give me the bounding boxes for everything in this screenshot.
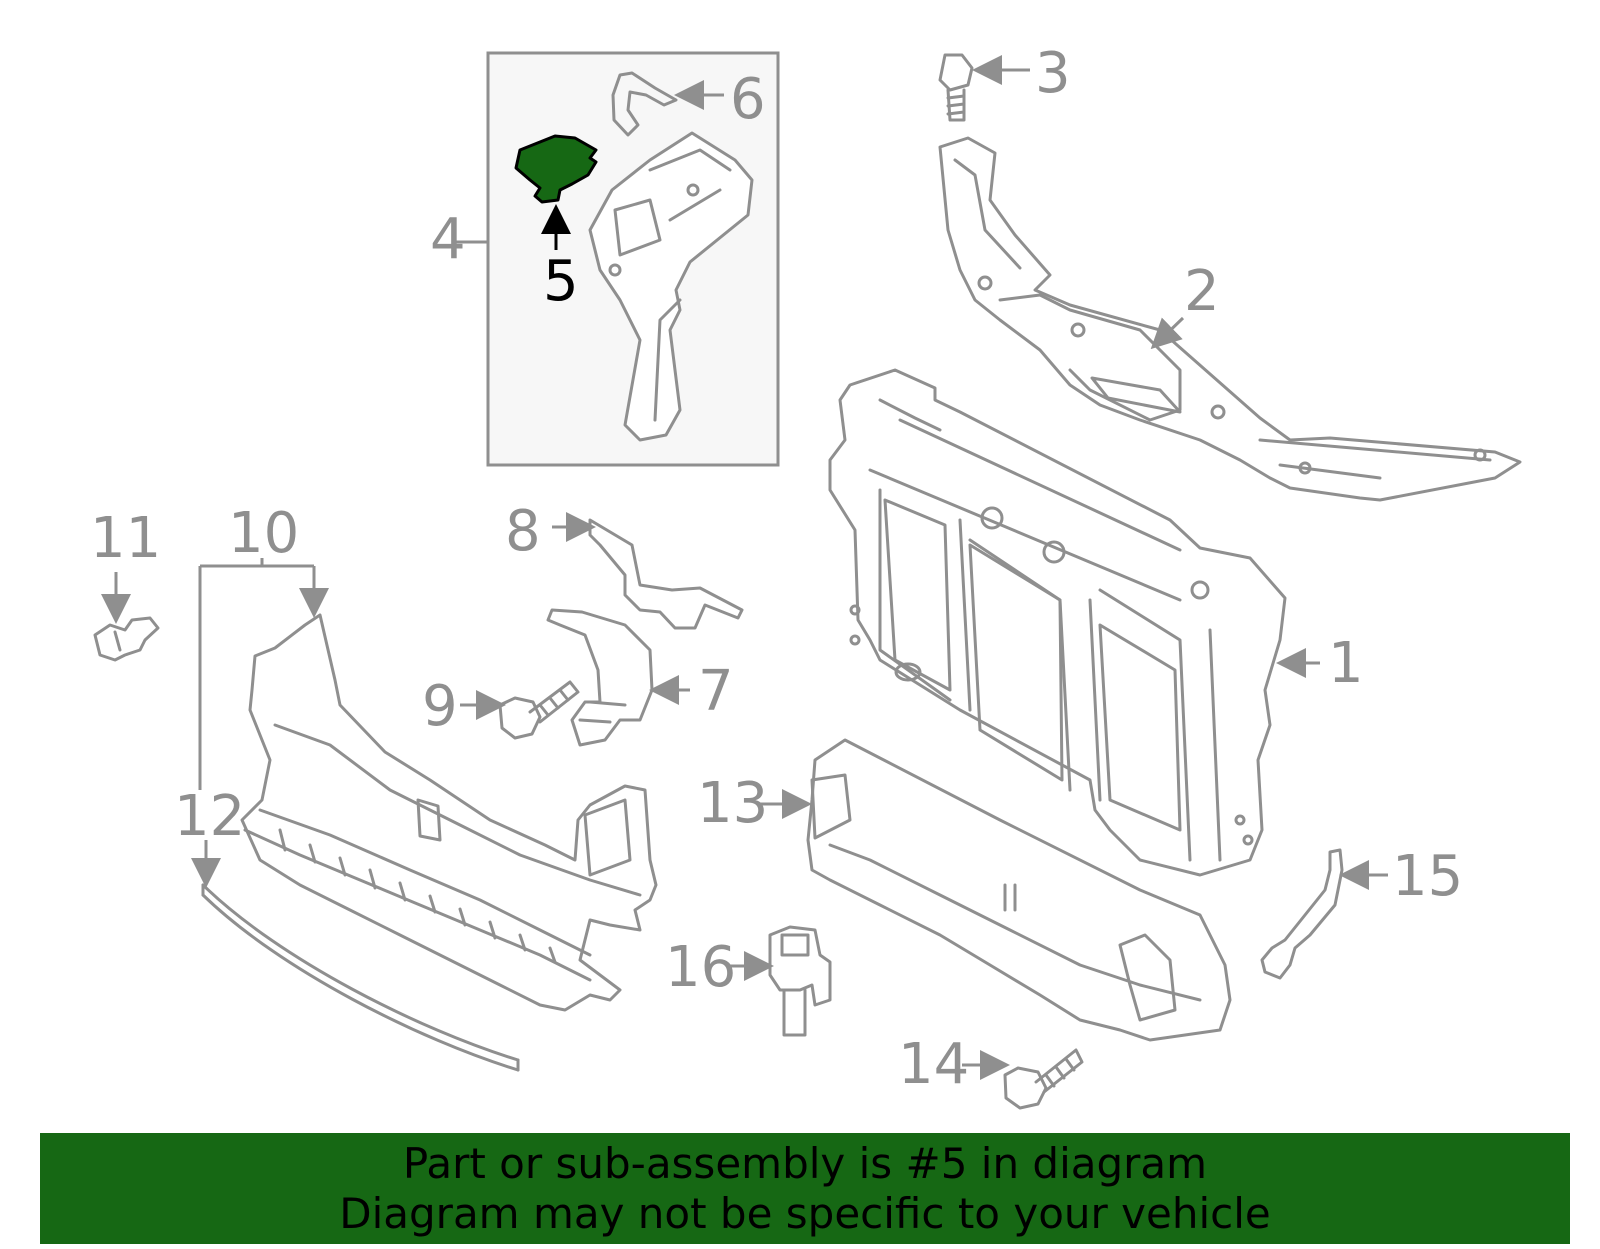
info-banner: Part or sub-assembly is #5 in diagram Di… xyxy=(40,1133,1570,1244)
part-2-upper-support[interactable] xyxy=(938,136,1522,502)
callout-8: 8 xyxy=(505,499,541,564)
callout-4: 4 xyxy=(430,207,466,272)
banner-line-1: Part or sub-assembly is #5 in diagram xyxy=(402,1138,1208,1188)
callout-14: 14 xyxy=(898,1032,969,1097)
callout-3: 3 xyxy=(1035,41,1071,106)
part-10-air-guide[interactable] xyxy=(240,613,658,1012)
callout-5: 5 xyxy=(543,249,579,314)
callout-15: 15 xyxy=(1392,844,1463,909)
part-9-bolt[interactable] xyxy=(498,680,580,740)
callout-6: 6 xyxy=(730,67,766,132)
part-3-bolt[interactable] xyxy=(938,53,974,122)
part-15-sensor-bracket[interactable] xyxy=(1260,848,1344,980)
callout-7: 7 xyxy=(698,659,734,724)
parts-diagram: 1 2 3 4 5 6 7 8 9 10 11 12 13 14 15 16 xyxy=(90,41,1522,1110)
callout-11: 11 xyxy=(90,506,161,571)
leader-lines xyxy=(101,55,1388,1080)
callout-13: 13 xyxy=(697,771,768,836)
part-4-side-bracket[interactable] xyxy=(588,131,754,442)
part-13-lower-deflector[interactable] xyxy=(806,738,1232,1042)
part-7-bracket[interactable] xyxy=(546,608,654,747)
part-11-clip[interactable] xyxy=(93,616,160,662)
callout-16: 16 xyxy=(665,935,736,1000)
part-1-radiator-support[interactable] xyxy=(828,368,1287,877)
part-5-highlighted[interactable] xyxy=(514,134,598,204)
callout-2: 2 xyxy=(1184,259,1220,324)
banner-line-2: Diagram may not be specific to your vehi… xyxy=(339,1188,1271,1238)
part-8-bracket[interactable] xyxy=(588,518,744,630)
callout-12: 12 xyxy=(174,784,245,849)
part-16-sensor[interactable] xyxy=(768,925,832,1037)
callout-10: 10 xyxy=(228,501,299,566)
callout-1: 1 xyxy=(1328,631,1364,696)
callout-9: 9 xyxy=(422,674,458,739)
part-6-bracket[interactable] xyxy=(611,71,678,137)
part-14-bolt[interactable] xyxy=(1003,1048,1084,1110)
callout-labels: 1 2 3 4 5 6 7 8 9 10 11 12 13 14 15 16 xyxy=(90,41,1463,1097)
